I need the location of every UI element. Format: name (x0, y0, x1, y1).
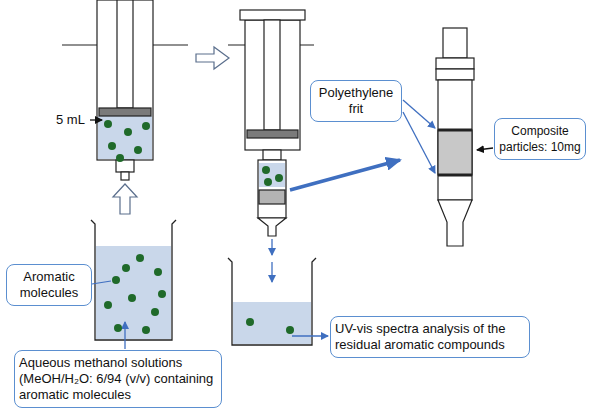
volume-label: 5 mL (56, 112, 85, 128)
plunger-head (247, 130, 298, 138)
leader-arrow (292, 335, 328, 336)
plunger-head (99, 108, 151, 116)
molecule-dot (151, 308, 159, 316)
leader-line (92, 281, 111, 284)
beaker (91, 220, 176, 340)
syringe-barrel (245, 20, 300, 150)
composite-bed (259, 190, 285, 204)
beaker (228, 258, 316, 345)
box-text: Aqueous methanol solutions (MeOH/H₂O: 6/… (19, 355, 217, 403)
plunger-rod (264, 20, 280, 130)
molecule-dot (286, 326, 294, 334)
molecule-dot (142, 326, 150, 334)
column-body (438, 80, 472, 200)
liquid (98, 116, 152, 159)
plunger-plate (240, 10, 305, 20)
molecule-dot (154, 268, 162, 276)
composite-bed (438, 130, 472, 175)
liquid (96, 246, 171, 339)
cartridge (258, 160, 286, 218)
result-box: UV-vis spectra analysis of the residual … (330, 316, 530, 358)
molecule-dot (114, 324, 122, 332)
molecule-dot (108, 142, 116, 150)
molecule-dot (246, 318, 254, 326)
callout-box: Aqueous methanol solutions (MeOH/H₂O: 6/… (14, 350, 222, 408)
process-arrow (113, 184, 137, 214)
molecule-dot (112, 276, 120, 284)
box-text: UV-vis spectra analysis of the residual … (335, 321, 525, 353)
molecule-dot (142, 122, 150, 130)
leader-arrow (124, 322, 125, 349)
fitting (443, 28, 467, 58)
molecule-dot (275, 174, 283, 182)
molecule-dots (104, 120, 294, 334)
frit (438, 174, 472, 177)
leader-arrow (477, 148, 493, 150)
ring (436, 58, 474, 69)
liquid (259, 163, 285, 187)
leader-arrow (90, 119, 102, 120)
box-text: Polyethylene frit (315, 85, 397, 117)
syringe-barrel (97, 0, 153, 160)
frit (438, 129, 472, 132)
leader-arrow (403, 112, 435, 173)
column-zoom (436, 28, 474, 246)
molecule-dot (124, 128, 132, 136)
drop-arrow (271, 262, 272, 282)
beaker-outline (228, 258, 316, 345)
tip (121, 172, 129, 180)
molecule-dot (264, 178, 272, 186)
molecule-dot (104, 301, 112, 309)
beaker-outline (91, 220, 176, 340)
molecule-dot (128, 294, 136, 302)
box-text: Aromatic molecules (11, 269, 87, 301)
tip (258, 218, 286, 236)
molecule-dot (116, 154, 124, 162)
molecule-dot (262, 166, 270, 174)
molecule-dot (134, 146, 142, 154)
liquid (233, 302, 311, 344)
column-tip (438, 200, 472, 246)
drop-arrow (271, 239, 272, 255)
molecule-dot (104, 120, 112, 128)
zoom-arrow (290, 160, 400, 190)
leader-arrow (403, 100, 435, 128)
box-text: Composite particles: 10mg (499, 123, 581, 155)
syringe (62, 0, 188, 180)
callout-box: Composite particles: 10mg (494, 118, 586, 160)
nozzle (116, 160, 134, 172)
ring (436, 69, 474, 80)
molecule-dot (158, 290, 166, 298)
molecule-dot (122, 264, 130, 272)
callout-box: Aromatic molecules (6, 264, 92, 306)
nozzle (263, 150, 281, 160)
callout-box: Polyethylene frit (310, 80, 402, 122)
process-arrow (196, 47, 229, 69)
plunger-rod (117, 0, 133, 108)
molecule-dot (136, 254, 144, 262)
syringe (228, 10, 314, 236)
